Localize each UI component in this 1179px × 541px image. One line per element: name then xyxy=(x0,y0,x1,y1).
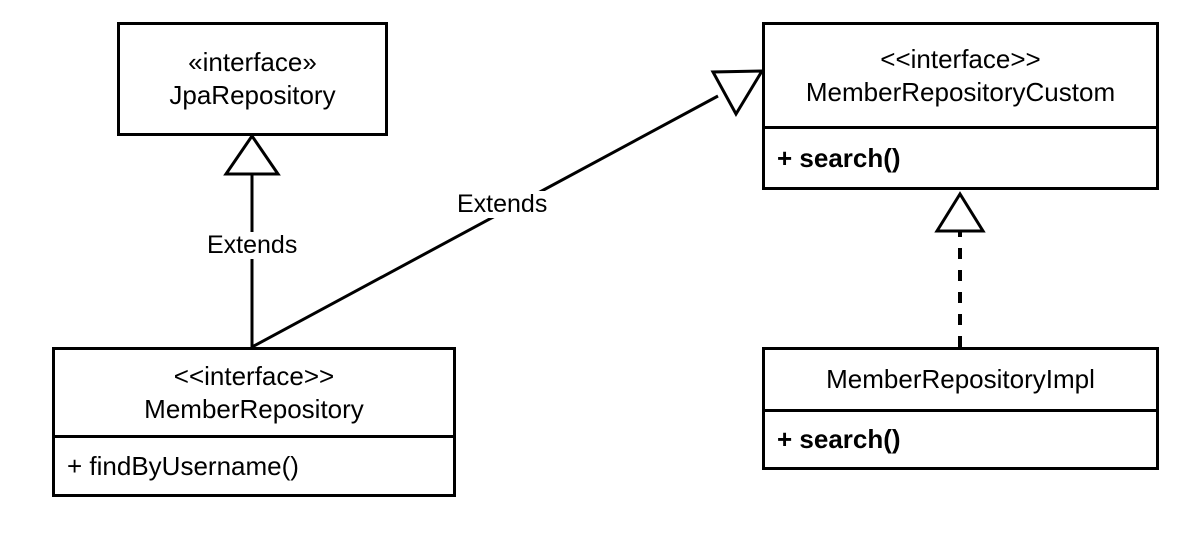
class-name: MemberRepository xyxy=(144,393,364,424)
class-member-row: + findByUsername() xyxy=(67,451,299,482)
class-members-member-repository-impl: + search() xyxy=(765,408,1156,467)
class-name: MemberRepositoryCustom xyxy=(805,76,1116,107)
class-header-member-repository-custom: <<interface>> MemberRepositoryCustom xyxy=(765,25,1156,126)
hollow-triangle-arrowhead-icon xyxy=(223,133,281,176)
class-stereotype: <<interface>> xyxy=(173,360,335,391)
class-header-member-repository-impl: MemberRepositoryImpl xyxy=(765,350,1156,409)
class-box-jpa-repository[interactable]: «interface» JpaRepository xyxy=(117,22,388,136)
hollow-triangle-arrowhead-icon xyxy=(934,191,986,233)
realization-member-repository-impl-to-member-repository-custom xyxy=(934,191,986,347)
class-member-row: + search() xyxy=(777,424,901,455)
hollow-triangle-arrowhead-icon xyxy=(710,69,765,118)
relationship-label-extends-jpa-repository: Extends xyxy=(203,232,302,259)
class-stereotype: <<interface>> xyxy=(880,43,1041,74)
class-members-member-repository: + findByUsername() xyxy=(55,435,453,494)
class-header-member-repository: <<interface>> MemberRepository xyxy=(55,350,453,435)
relationship-label-extends-member-repository-custom: Extends xyxy=(453,191,552,218)
class-header-jpa-repository: «interface» JpaRepository xyxy=(120,25,385,133)
class-member-row: + search() xyxy=(777,143,901,174)
class-box-member-repository-impl[interactable]: MemberRepositoryImpl + search() xyxy=(762,347,1159,470)
class-box-member-repository-custom[interactable]: <<interface>> MemberRepositoryCustom + s… xyxy=(762,22,1159,190)
class-members-member-repository-custom: + search() xyxy=(765,126,1156,187)
class-box-member-repository[interactable]: <<interface>> MemberRepository + findByU… xyxy=(52,347,456,497)
class-name: JpaRepository xyxy=(169,80,336,110)
class-name: MemberRepositoryImpl xyxy=(826,363,1095,394)
class-stereotype: «interface» xyxy=(188,47,317,77)
